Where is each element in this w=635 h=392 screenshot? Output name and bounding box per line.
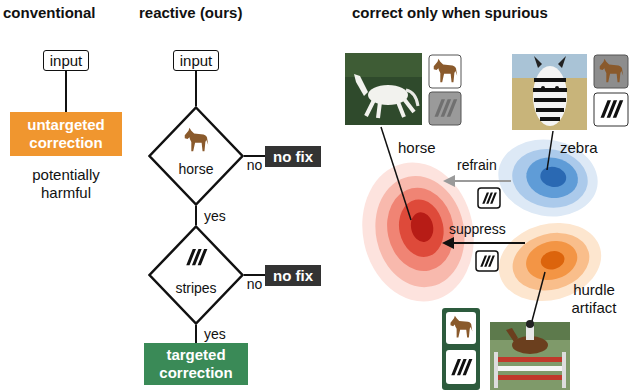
decision-diamond: horse bbox=[148, 106, 244, 206]
diamond-shape bbox=[150, 227, 243, 324]
arrow-label: suppress bbox=[449, 221, 506, 238]
suppress-arrow bbox=[442, 237, 525, 271]
edge-label: no bbox=[247, 157, 263, 173]
node-text: input bbox=[50, 52, 83, 69]
edge-label: yes bbox=[204, 326, 226, 342]
hurdle-photo-icons bbox=[442, 308, 480, 390]
diamond-outline bbox=[148, 106, 244, 206]
zebra-photo bbox=[512, 54, 587, 130]
note-text: potentially harmful bbox=[10, 166, 122, 202]
node-text: horse bbox=[148, 161, 244, 177]
connector bbox=[65, 71, 67, 112]
panel-heading: conventional bbox=[3, 4, 96, 22]
class-label: zebra bbox=[560, 139, 598, 157]
input-box: input bbox=[173, 50, 220, 71]
connector bbox=[195, 71, 197, 106]
edge-label: no bbox=[247, 276, 263, 292]
panel-heading: reactive (ours) bbox=[139, 4, 242, 22]
edge-label: yes bbox=[204, 208, 226, 224]
refrain-arrow bbox=[443, 175, 511, 208]
leader-lines bbox=[381, 127, 553, 321]
connector bbox=[195, 206, 197, 225]
class-label: horse bbox=[398, 139, 436, 157]
outcome-box: no fix bbox=[265, 265, 321, 286]
connector bbox=[244, 155, 265, 157]
node-text: untargeted correction bbox=[16, 116, 116, 152]
diamond-shape bbox=[150, 108, 243, 205]
zebra-density bbox=[492, 132, 604, 224]
node-text: no fix bbox=[273, 267, 313, 284]
node-text: no fix bbox=[273, 148, 313, 165]
node-text: stripes bbox=[148, 280, 244, 296]
connector bbox=[195, 325, 197, 343]
hurdle-photo bbox=[490, 320, 570, 390]
input-box: input bbox=[43, 50, 90, 71]
connector bbox=[244, 274, 265, 276]
correction-box: targeted correction bbox=[144, 343, 248, 385]
outcome-box: no fix bbox=[265, 146, 321, 167]
diamond-outline bbox=[148, 225, 244, 325]
zebra-photo-icons bbox=[594, 55, 628, 126]
horse-photo bbox=[345, 53, 422, 125]
correction-box: untargeted correction bbox=[10, 112, 122, 156]
decision-diamond: stripes bbox=[148, 225, 244, 325]
panel-heading: correct only when spurious bbox=[352, 4, 548, 22]
arrow-label: refrain bbox=[457, 157, 497, 174]
node-text: input bbox=[180, 52, 213, 69]
node-text: targeted correction bbox=[150, 346, 242, 382]
horse-photo-icons bbox=[429, 55, 461, 125]
class-label: hurdle artifact bbox=[557, 281, 631, 317]
